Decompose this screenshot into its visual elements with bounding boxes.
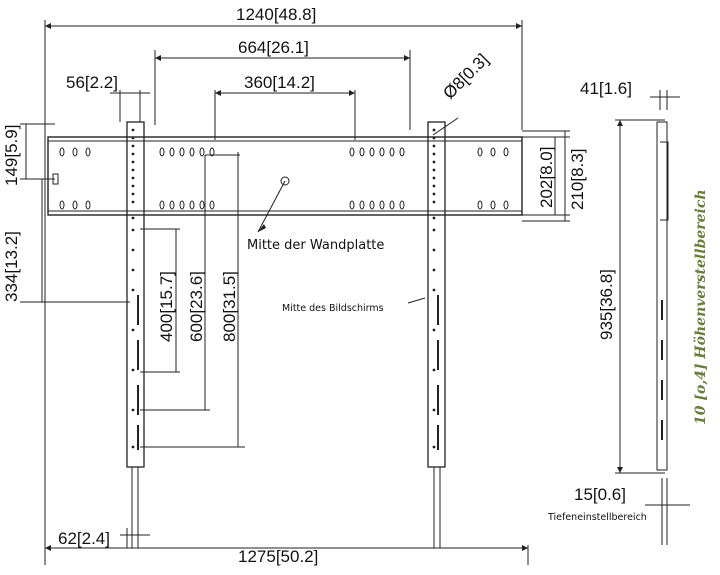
dim-210: 210[8.3] (568, 149, 587, 210)
dim-149: 149[5.9] (2, 125, 21, 186)
dim-400: 400[15.7] (157, 271, 176, 342)
wall-plate-center-label: Mitte der Wandplatte (247, 238, 384, 253)
dim-15: 15[0.6] (574, 485, 626, 504)
dim-664: 664[26.1] (238, 38, 309, 57)
dim-360: 360[14.2] (244, 73, 315, 92)
dim-202: 202[8.0] (537, 147, 556, 208)
dim-1240: 1240[48.8] (236, 5, 316, 24)
dim-56: 56[2.2] (66, 73, 118, 92)
dim-600: 600[23.6] (187, 271, 206, 342)
dim-1275: 1275[50.2] (238, 547, 318, 566)
height-adjust-label: 10 [o,4] Höhenverstellbereich (693, 189, 709, 425)
dim-41: 41[1.6] (580, 79, 632, 98)
dim-diameter-8: Ø8[0.3] (439, 50, 492, 103)
dim-62: 62[2.4] (58, 529, 110, 548)
dim-334: 334[13.2] (2, 231, 21, 302)
screen-center-label: Mitte des Bildschirms (282, 303, 384, 314)
depth-adjust-label: Tiefeneinstellbereich (547, 512, 647, 523)
dim-800: 800[31.5] (220, 271, 239, 342)
dim-935: 935[36.8] (597, 269, 616, 340)
